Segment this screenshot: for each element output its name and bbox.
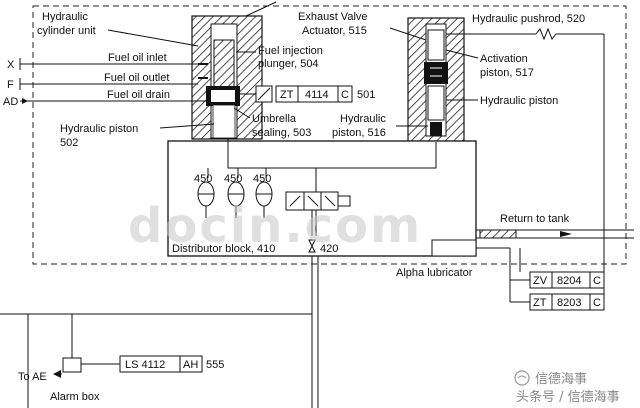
umbrella-sealing-label-1: Umbrella [252,113,297,125]
alpha-lubricator-label: Alpha lubricator [396,267,473,279]
exhaust-valve-actuator [407,17,465,143]
exhaust-valve-actuator-label-2: Actuator, 515 [302,25,367,37]
fuel-injection-plunger-label-1: Fuel injection [258,45,323,57]
fuel-injection-plunger-label-2: plunger, 504 [258,58,319,70]
zv-8204-type: ZV [533,275,548,287]
zt-4114-ref: 501 [357,89,375,101]
alarm-box-label: Alarm box [50,391,100,403]
ls-4112-type: LS [125,359,138,371]
credit-logo [514,370,530,386]
ls-4112-number: 4112 [142,359,166,371]
umbrella-sealing-leader [233,107,251,119]
ls-4112-type-number: LS 4112 [125,359,165,371]
credit-logo-text: 信德海事 [535,372,587,387]
piston-502-leader [159,123,215,129]
zt-4114-number: 4114 [305,89,329,101]
alpha-lubricator-wiring [476,247,530,303]
watermark: docin.com [128,198,422,254]
zt-4114-sensor [240,85,353,103]
activation-piston-leader [445,49,479,59]
hydraulic-cylinder-unit [191,15,263,140]
top-leader [245,1,277,17]
zt-8203-number: 8203 [557,297,581,309]
activation-piston-label-2: piston, 517 [480,67,534,79]
accumulator-label-3: 450 [253,173,271,185]
accumulators [197,181,273,218]
fuel-port-lines [19,58,206,104]
actuator-leader [389,27,427,41]
umbrella-sealing-label-2: sealing, 503 [252,127,311,139]
exhaust-valve-actuator-label-1: Exhaust Valve [298,11,368,23]
return-to-tank-pipe [476,229,634,239]
ls-4112-suffix: AH [183,359,198,371]
fuel-oil-inlet-label: Fuel oil inlet [108,52,167,64]
activation-piston-label-1: Activation [480,53,528,65]
hydraulic-piston-502-label-2: 502 [60,137,78,149]
credit-text: 头条号 / 信德海事 [516,389,620,405]
zv-8204-suffix: C [593,275,601,287]
x-port-label: X [7,59,15,71]
cylinder-unit-leader [107,29,199,47]
fuel-oil-drain-label: Fuel oil drain [107,89,170,101]
zt-4114-type: ZT [280,89,294,101]
zt-4114-suffix: C [341,89,349,101]
zt-8203-suffix: C [593,297,601,309]
zv-8204-number: 8204 [557,275,581,287]
accumulator-label-1: 450 [194,173,212,185]
distributor-block-label: Distributor block, 410 [172,243,275,255]
hydraulic-piston-502-label-1: Hydraulic piston [60,123,138,135]
hydraulic-pushrod-label: Hydraulic pushrod, 520 [472,13,585,25]
hydraulic-piston-516-label-2: piston, 516 [332,127,386,139]
zt-8203-sensor [529,293,605,311]
to-ae-label: To AE [18,371,47,383]
distributor-outlet [431,239,477,257]
valve-420-label: 420 [320,243,338,255]
ls-4112-ref: 555 [206,359,224,371]
zv-8204-sensor [529,271,605,289]
hydraulic-piston-516-label-1: Hydraulic [340,113,386,125]
hydraulic-cylinder-unit-label-2: cylinder unit [37,25,96,37]
hydraulic-pushrod-line [446,27,605,300]
lower-pipes [311,256,319,408]
hydraulic-piston-right-label: Hydraulic piston [480,95,558,107]
fuel-oil-outlet-label: Fuel oil outlet [104,72,169,84]
ad-port-label: AD [3,96,18,108]
ls-4112-switch [119,355,203,373]
accumulator-label-2: 450 [224,173,242,185]
hydraulic-cylinder-unit-label-1: Hydraulic [42,11,88,23]
f-port-label: F [7,79,14,91]
zt-8203-type: ZT [533,297,547,309]
alarm-wiring [0,313,312,408]
dashed-enclosure [32,5,627,265]
return-to-tank-label: Return to tank [500,213,570,225]
directional-valve [285,191,351,253]
